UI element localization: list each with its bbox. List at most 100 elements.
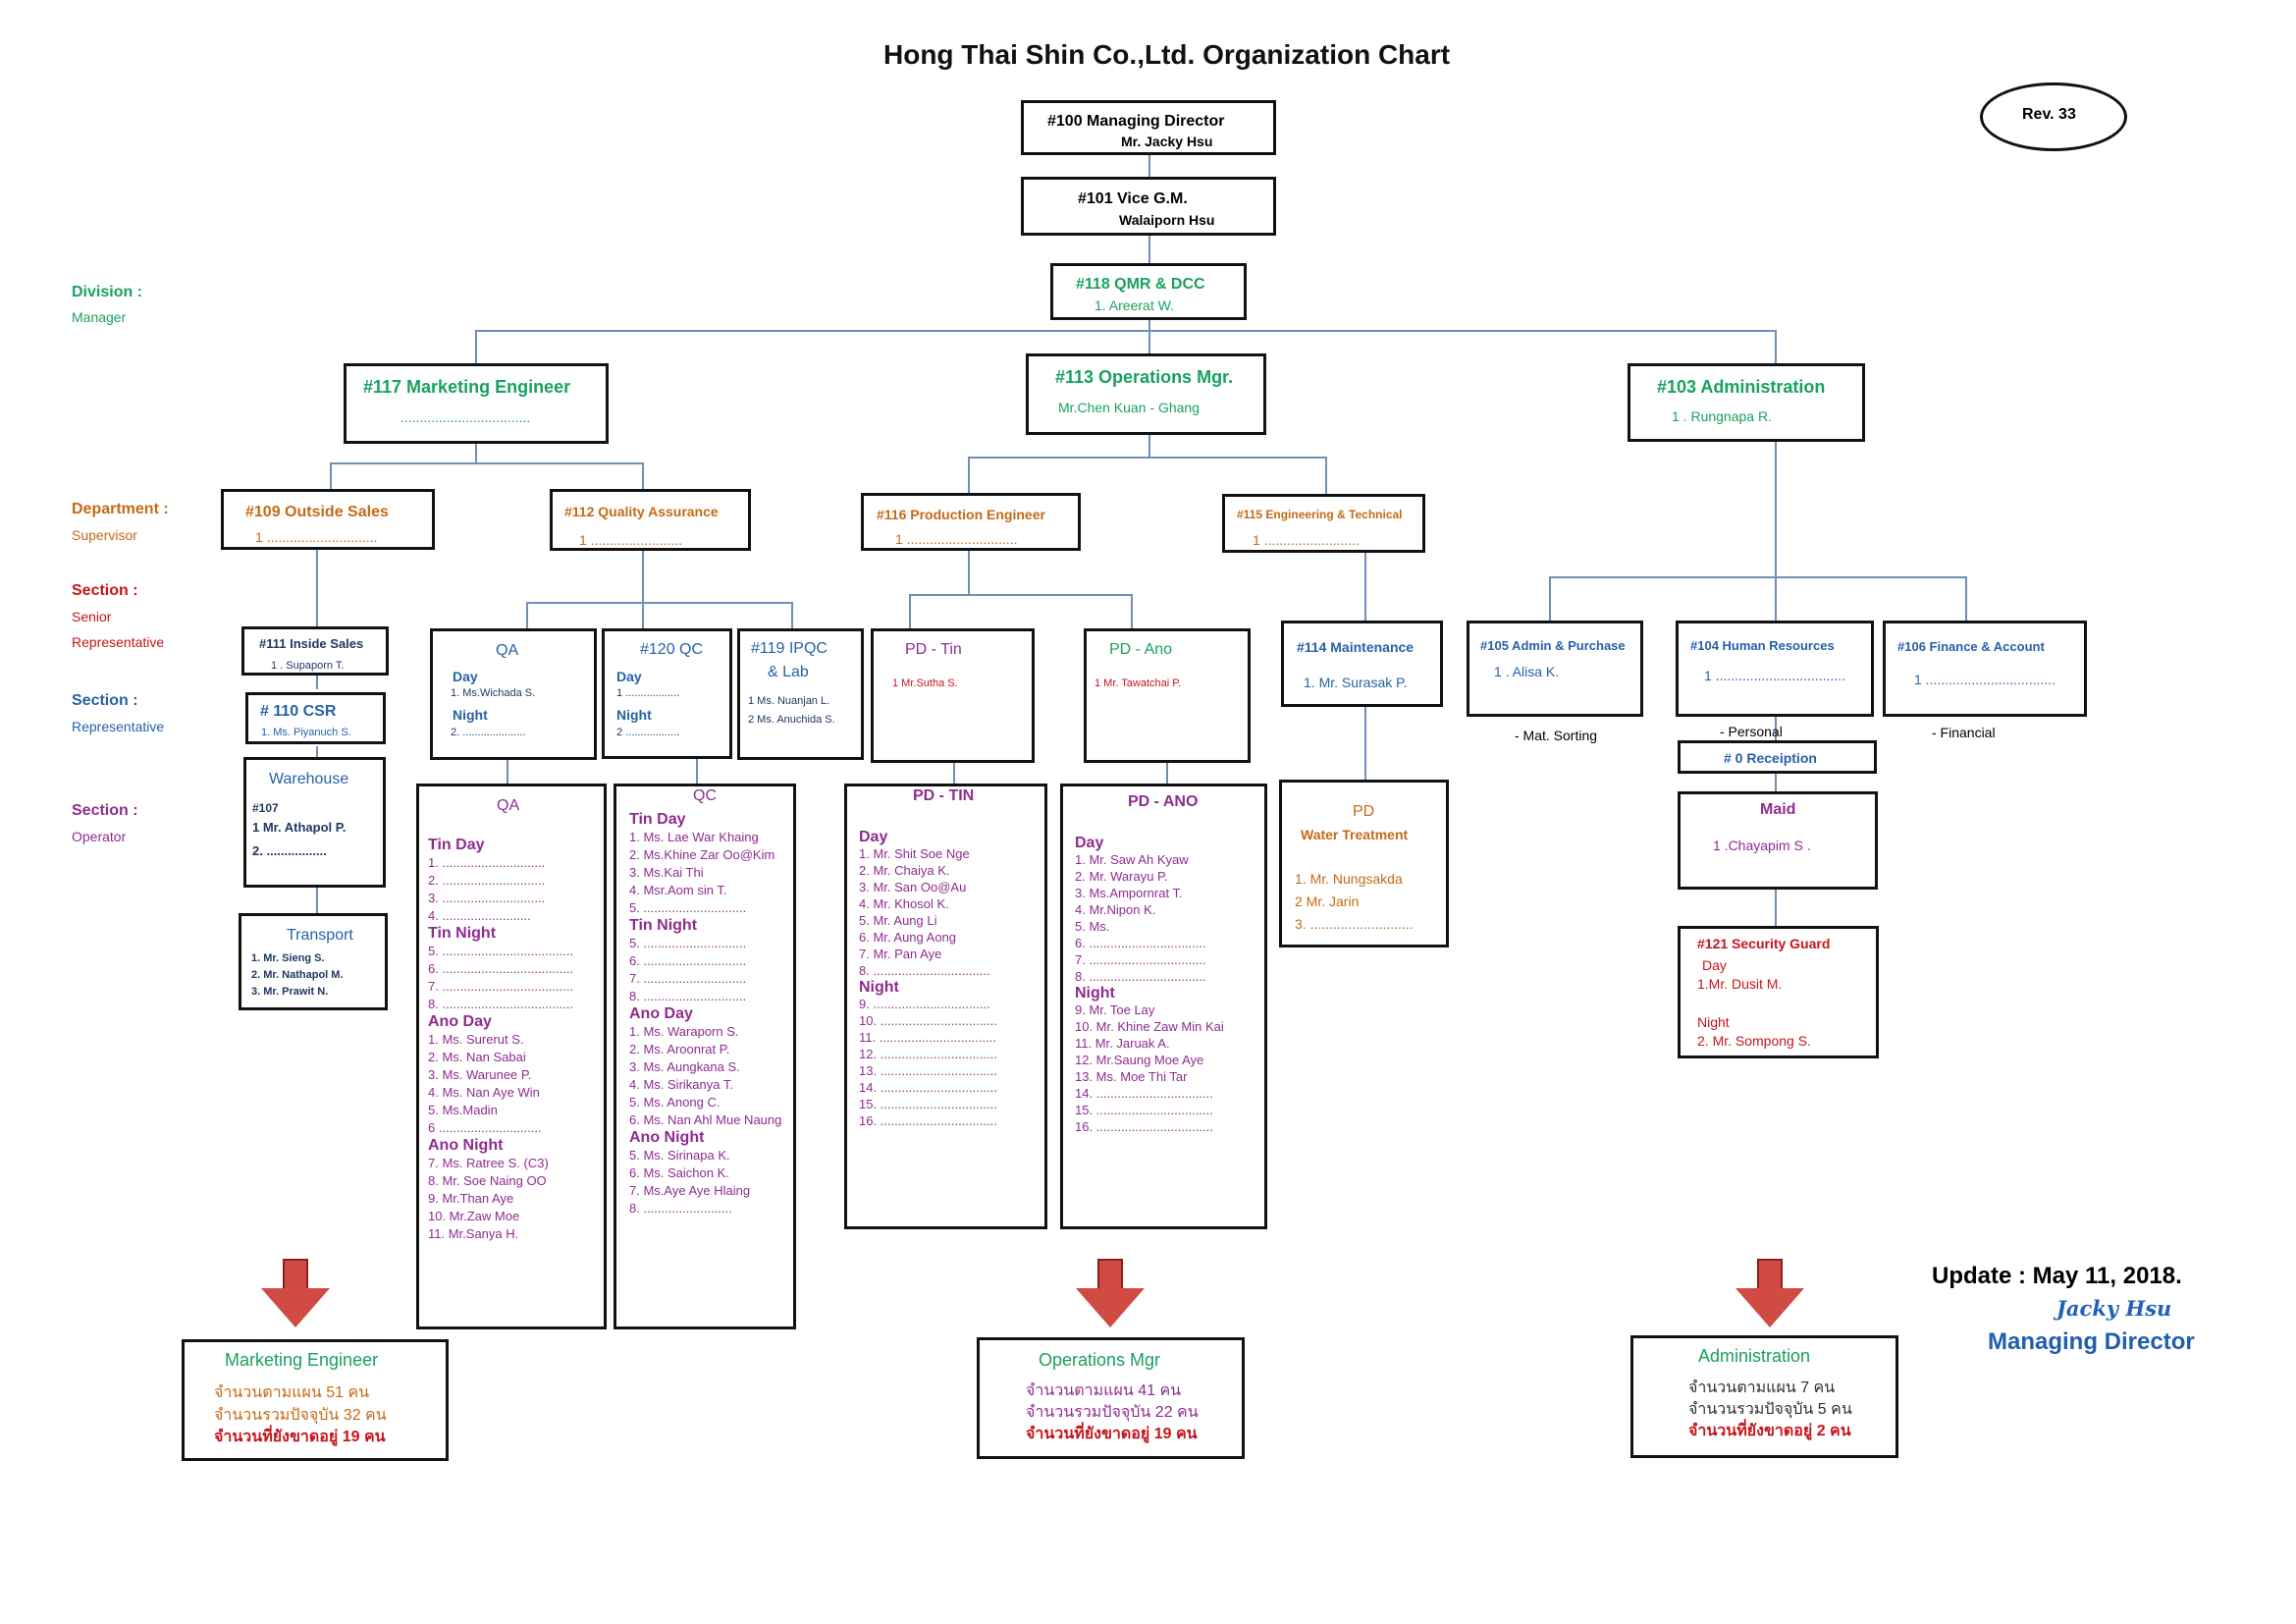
qa-list-item-5: 4. ......................... bbox=[428, 908, 531, 923]
security-box bbox=[1678, 926, 1879, 1058]
section-rep-label: Section : bbox=[72, 692, 138, 709]
qmr-title: #118 QMR & DCC bbox=[1076, 276, 1205, 293]
qa-list-item-23: 11. Mr.Sanya H. bbox=[428, 1226, 519, 1241]
qc-night-label: Night bbox=[616, 707, 652, 723]
qa-day-name: 1. Ms.Wichada S. bbox=[451, 687, 536, 699]
qa-list-item-1: Tin Day bbox=[428, 837, 485, 853]
pdtin-list-item-1: Day bbox=[859, 829, 888, 845]
security-night-label: Night bbox=[1697, 1014, 1730, 1030]
qc-list-item-14: 2. Ms. Aroonrat P. bbox=[629, 1042, 730, 1056]
qa-list-item-20: 8. Mr. Soe Naing OO bbox=[428, 1173, 547, 1188]
qa-list-item-13: 2. Ms. Nan Sabai bbox=[428, 1050, 526, 1064]
qc-day-label: Day bbox=[616, 669, 642, 684]
qc-list-item-23: 8. ......................... bbox=[629, 1201, 732, 1216]
engineering-technical-title: #115 Engineering & Technical bbox=[1237, 508, 1403, 521]
qc-operator-box bbox=[614, 784, 796, 1329]
pd-water-name-3: 3. ........................... bbox=[1295, 916, 1414, 932]
pd-tin-operator-title: PD - TIN bbox=[913, 787, 975, 804]
finance-box bbox=[1883, 621, 2087, 717]
pdtin-list-item-14: 12. ................................. bbox=[859, 1047, 997, 1061]
qa-list-item-6: Tin Night bbox=[428, 925, 497, 942]
operations-division-title: #113 Operations Mgr. bbox=[1055, 367, 1234, 387]
warehouse-name-1: 1 Mr. Athapol P. bbox=[252, 820, 347, 835]
production-engineer-dots: 1 ............................. bbox=[895, 531, 1018, 547]
qa-section-box bbox=[430, 628, 597, 760]
qc-list-item-16: 4. Ms. Sirikanya T. bbox=[629, 1077, 733, 1092]
qc-section-title: #120 QC bbox=[640, 641, 704, 658]
maintenance-title: #114 Maintenance bbox=[1297, 639, 1415, 655]
transport-name-3: 3. Mr. Prawit N. bbox=[251, 986, 329, 998]
qc-list-item-11: 8. ............................. bbox=[629, 989, 747, 1003]
security-title: #121 Security Guard bbox=[1697, 936, 1831, 951]
admin-summary-box bbox=[1630, 1335, 1898, 1458]
representative-label-2: Representative bbox=[72, 719, 165, 734]
finance-title: #106 Finance & Account bbox=[1897, 639, 2045, 654]
pdano-list-item-7: 6. ................................. bbox=[1075, 936, 1206, 950]
section-operator-label: Section : bbox=[72, 802, 138, 819]
engineering-technical-box bbox=[1222, 494, 1425, 553]
pdano-list-item-11: 9. Mr. Toe Lay bbox=[1075, 1002, 1155, 1017]
qc-list-item-2: 1. Ms. Lae War Khaing bbox=[629, 830, 759, 844]
admin-arrow-icon bbox=[1735, 1259, 1804, 1327]
maid-box bbox=[1678, 791, 1878, 890]
pdano-list-item-8: 7. ................................. bbox=[1075, 952, 1206, 967]
managing-director-box bbox=[1021, 100, 1276, 155]
admin-division-box bbox=[1628, 363, 1865, 442]
supervisor-label: Supervisor bbox=[72, 527, 137, 543]
outside-sales-title: #109 Outside Sales bbox=[245, 504, 389, 520]
operations-summary-box bbox=[977, 1337, 1245, 1459]
transport-title: Transport bbox=[287, 927, 353, 944]
reception-box bbox=[1678, 740, 1877, 774]
pdtin-list-item-7: 6. Mr. Aung Aong bbox=[859, 930, 957, 945]
quality-assurance-box bbox=[550, 489, 751, 551]
csr-box bbox=[245, 692, 386, 744]
qa-list-item-7: 5. ..................................... bbox=[428, 944, 574, 958]
qmr-name: 1. Areerat W. bbox=[1095, 298, 1174, 313]
vice-gm-name: Walaiporn Hsu bbox=[1119, 212, 1215, 228]
qa-list-item-4: 3. ............................. bbox=[428, 891, 546, 905]
pdano-list-item-10: Night bbox=[1075, 985, 1115, 1001]
warehouse-box bbox=[243, 757, 386, 888]
security-day-label: Day bbox=[1702, 957, 1727, 973]
pdtin-list-item-12: 10. ................................. bbox=[859, 1013, 997, 1028]
admin-purchase-name: 1 . Alisa K. bbox=[1494, 664, 1560, 679]
operations-summary-title: Operations Mgr bbox=[1039, 1350, 1161, 1370]
marketing-arrow-icon bbox=[261, 1259, 330, 1327]
qa-list-item-9: 7. ..................................... bbox=[428, 979, 574, 994]
pdtin-list-item-18: 16. ................................. bbox=[859, 1113, 997, 1128]
human-resources-dots: 1 .................................. bbox=[1704, 668, 1845, 683]
maintenance-box bbox=[1281, 621, 1443, 707]
quality-assurance-dots: 1 ........................ bbox=[579, 532, 683, 548]
vice-gm-title: #101 Vice G.M. bbox=[1078, 190, 1188, 207]
transport-box bbox=[239, 913, 388, 1010]
qa-operator-box bbox=[416, 784, 607, 1329]
representative-label: Representative bbox=[72, 634, 165, 650]
pd-tin-section-box bbox=[871, 628, 1035, 763]
warehouse-name-2: 2. ................. bbox=[252, 843, 327, 858]
human-resources-title: #104 Human Resources bbox=[1690, 638, 1835, 653]
pdano-list-item-2: 1. Mr. Saw Ah Kyaw bbox=[1075, 852, 1189, 867]
qa-list-item-8: 6. ..................................... bbox=[428, 961, 574, 976]
pd-water-title: PD bbox=[1353, 803, 1375, 820]
pdtin-list-item-10: Night bbox=[859, 979, 899, 996]
managing-director-footer: Managing Director bbox=[1988, 1328, 2195, 1355]
qa-operator-title: QA bbox=[497, 797, 520, 814]
operations-summary-line1: จำนวนตามแผน 41 คน bbox=[1026, 1382, 1182, 1399]
mat-sorting-label: - Mat. Sorting bbox=[1515, 728, 1598, 743]
division-label: Division : bbox=[72, 284, 143, 300]
senior-label: Senior bbox=[72, 609, 112, 624]
financial-label: - Financial bbox=[1932, 725, 1996, 740]
pdtin-list-item-17: 15. ................................. bbox=[859, 1097, 997, 1111]
qa-list-item-21: 9. Mr.Than Aye bbox=[428, 1191, 514, 1206]
qa-list-item-14: 3. Ms. Warunee P. bbox=[428, 1067, 532, 1082]
finance-dots: 1 .................................. bbox=[1914, 672, 2056, 687]
pdano-list-item-13: 11. Mr. Jaruak A. bbox=[1075, 1036, 1170, 1051]
qa-list-item-3: 2. ............................. bbox=[428, 873, 546, 888]
qa-list-item-22: 10. Mr.Zaw Moe bbox=[428, 1209, 520, 1223]
ipqc-name-2: 2 Ms. Anuchida S. bbox=[748, 714, 835, 726]
production-engineer-title: #116 Production Engineer bbox=[877, 507, 1045, 522]
manager-label: Manager bbox=[72, 309, 127, 325]
pdano-list-item-9: 8. ................................. bbox=[1075, 969, 1206, 984]
